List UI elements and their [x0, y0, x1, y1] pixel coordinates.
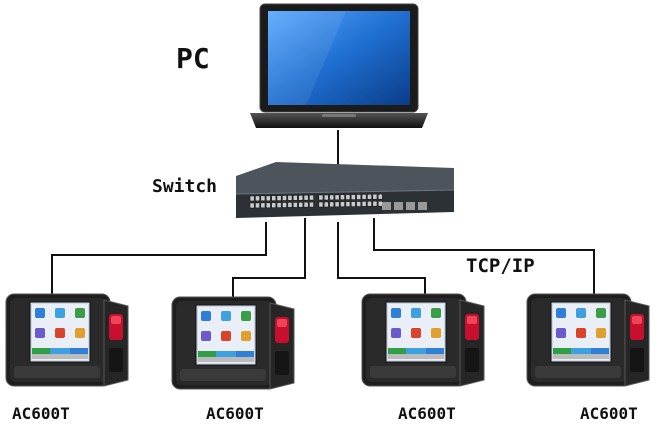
- switch-port: [340, 201, 345, 208]
- switch-port: [298, 201, 304, 208]
- switch-port: [265, 195, 271, 202]
- switch-port: [309, 194, 314, 201]
- switch-port: [334, 194, 340, 201]
- switch-to-device-2-wire: [232, 218, 306, 298]
- switch-port: [282, 202, 287, 208]
- switch-label: Switch: [152, 176, 218, 197]
- laptop-icon: [250, 3, 428, 128]
- switch-port: [292, 202, 298, 208]
- switch-to-device-3-wire: [337, 222, 426, 296]
- switch-port: [367, 193, 372, 200]
- switch-port: [323, 194, 329, 201]
- switch-port: [372, 193, 378, 200]
- switch-port: [287, 195, 293, 201]
- switch-port: [287, 202, 293, 208]
- switch-port: [377, 200, 383, 207]
- switch-port: [356, 201, 362, 207]
- switch-port: [282, 195, 287, 201]
- pc-label: PC: [176, 42, 210, 75]
- switch-port: [309, 201, 314, 208]
- switch-port: [350, 201, 356, 207]
- switch-port: [361, 201, 367, 207]
- switch-port: [323, 201, 329, 208]
- switch-port: [350, 194, 356, 200]
- device-4-label: AC600T: [580, 404, 638, 423]
- switch-port: [377, 193, 383, 200]
- switch-port: [303, 194, 309, 201]
- switch-to-device-4-wire: [373, 218, 595, 296]
- access-terminal-4-icon: [526, 293, 650, 387]
- switch-port: [255, 195, 260, 202]
- switch-port: [265, 202, 271, 209]
- switch-port: [334, 201, 340, 208]
- access-terminal-2-icon: [171, 296, 295, 390]
- switch-port: [372, 200, 378, 207]
- device-3-label: AC600T: [398, 404, 456, 423]
- switch-port: [271, 202, 277, 209]
- switch-port: [318, 201, 324, 208]
- switch-port: [276, 202, 282, 208]
- switch-port: [356, 194, 362, 200]
- switch-port: [255, 202, 260, 209]
- switch-port: [271, 195, 277, 202]
- switch-port: [340, 194, 345, 201]
- switch-port: [260, 202, 266, 209]
- switch-port: [249, 202, 255, 209]
- device-2-label: AC600T: [206, 404, 264, 423]
- switch-port: [260, 195, 266, 202]
- switch-port: [361, 194, 367, 200]
- protocol-label: TCP/IP: [466, 255, 535, 277]
- network-switch-icon: [235, 162, 455, 218]
- switch-to-device-1-wire: [51, 222, 267, 296]
- access-terminal-1-icon: [5, 293, 129, 387]
- access-terminal-3-icon: [361, 293, 485, 387]
- switch-port: [318, 194, 324, 201]
- switch-port: [292, 195, 298, 201]
- switch-port: [329, 201, 335, 208]
- switch-port: [345, 201, 351, 207]
- switch-port: [276, 195, 282, 201]
- switch-port: [345, 194, 351, 200]
- switch-port: [249, 195, 255, 202]
- device-1-label: AC600T: [12, 404, 70, 423]
- switch-port: [298, 194, 304, 201]
- switch-port: [329, 194, 335, 201]
- switch-port: [367, 200, 372, 207]
- switch-port: [303, 201, 309, 208]
